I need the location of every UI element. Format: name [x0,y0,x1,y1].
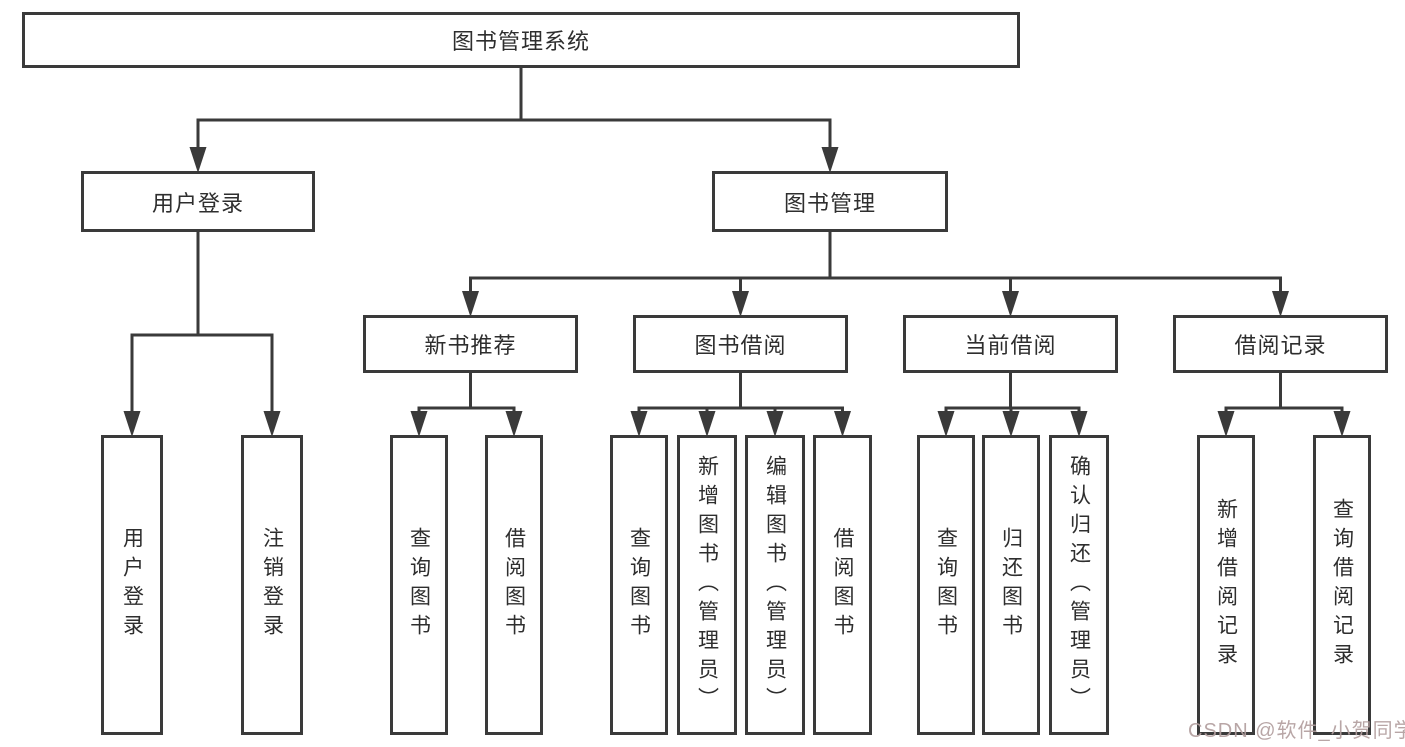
node-bb-query: 查询图书 [610,435,668,735]
node-label-br-add: 新增借阅记录 [1214,498,1238,672]
node-label-bb-add: 新增图书（管理员） [695,454,719,716]
node-br-query: 查询借阅记录 [1313,435,1371,735]
node-new-book-rec: 新书推荐 [363,315,578,373]
node-label-borrow-records: 借阅记录 [1234,333,1327,358]
node-label-new-book-rec: 新书推荐 [424,333,517,358]
node-bb-add: 新增图书（管理员） [677,435,737,735]
node-label-br-query: 查询借阅记录 [1330,498,1354,672]
node-label-current-borrow: 当前借阅 [964,333,1057,358]
node-label-cb-query: 查询图书 [934,527,958,643]
node-label-leaf-user-login: 用户登录 [120,527,144,643]
node-cb-query: 查询图书 [917,435,975,735]
node-book-borrow: 图书借阅 [633,315,848,373]
node-leaf-logout: 注销登录 [241,435,303,735]
node-nb-borrow: 借阅图书 [485,435,543,735]
node-label-cb-return: 归还图书 [999,527,1023,643]
node-label-leaf-logout: 注销登录 [260,527,284,643]
node-br-add: 新增借阅记录 [1197,435,1255,735]
node-bb-borrow: 借阅图书 [813,435,872,735]
node-label-nb-query: 查询图书 [407,527,431,643]
node-label-cb-confirm: 确认归还（管理员） [1067,454,1091,716]
node-label-bb-edit: 编辑图书（管理员） [763,454,787,716]
node-label-user-login: 用户登录 [151,190,244,216]
node-label-root: 图书管理系统 [451,29,590,54]
node-book-mgmt: 图书管理 [712,171,948,232]
node-borrow-records: 借阅记录 [1173,315,1388,373]
node-label-bb-query: 查询图书 [627,527,651,643]
node-label-nb-borrow: 借阅图书 [502,527,526,643]
node-bb-edit: 编辑图书（管理员） [745,435,805,735]
node-label-book-borrow: 图书借阅 [694,333,787,358]
node-cb-return: 归还图书 [982,435,1040,735]
node-leaf-user-login: 用户登录 [101,435,163,735]
node-label-book-mgmt: 图书管理 [783,190,876,216]
node-user-login: 用户登录 [81,171,315,232]
node-nb-query: 查询图书 [390,435,448,735]
node-root: 图书管理系统 [22,12,1020,68]
node-cb-confirm: 确认归还（管理员） [1049,435,1109,735]
node-label-bb-borrow: 借阅图书 [831,527,854,643]
node-current-borrow: 当前借阅 [903,315,1118,373]
